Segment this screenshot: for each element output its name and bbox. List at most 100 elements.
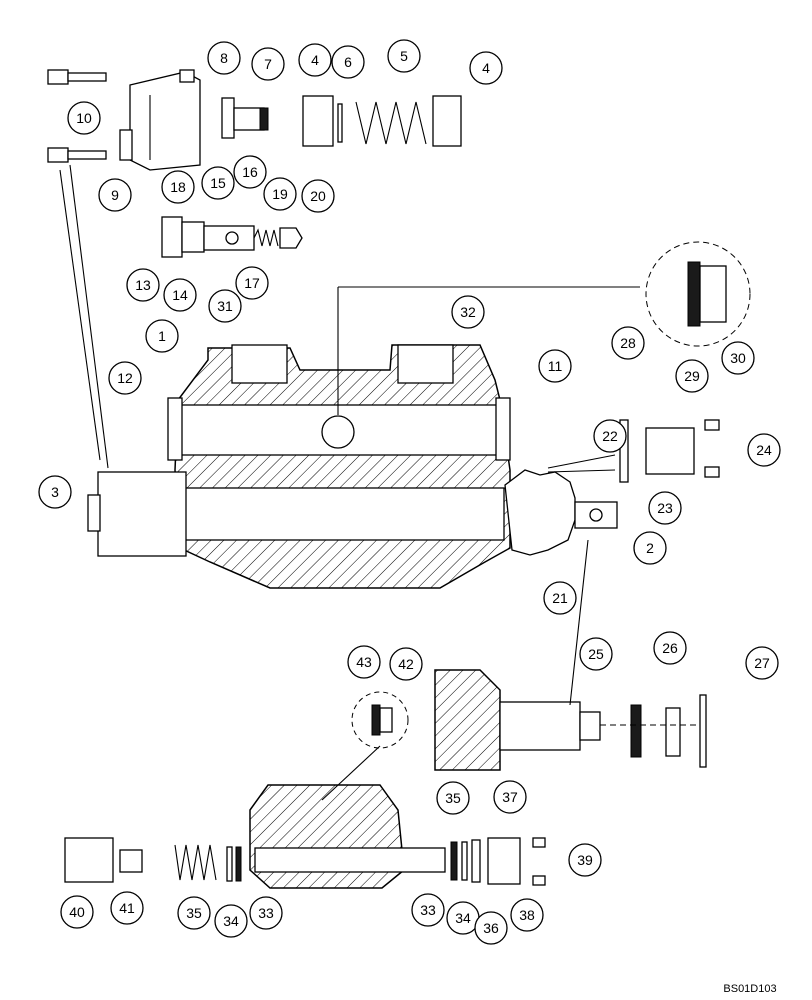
callout-15: 15 [201, 166, 235, 200]
callout-label: 34 [223, 913, 239, 929]
callout-19: 19 [263, 177, 297, 211]
drawing-code: BS01D103 [723, 983, 776, 995]
callout-label: 1 [158, 328, 166, 344]
washer-34-right [461, 841, 468, 881]
o-ring-33-right [450, 841, 458, 881]
solenoid-3 [87, 471, 187, 557]
callout-label: 28 [620, 335, 636, 351]
callout-14: 14 [163, 278, 197, 312]
screw-24-lower [704, 466, 720, 478]
body-section-detail [434, 669, 501, 771]
spool-bore [183, 487, 505, 541]
callout-label: 34 [455, 910, 471, 926]
boot-23 [645, 427, 695, 475]
callout-label: 3 [51, 484, 59, 500]
spring-35-lower [174, 844, 217, 881]
callout-8: 8 [207, 41, 241, 75]
o-ring-33-left [235, 846, 242, 882]
callout-label: 12 [117, 370, 133, 386]
callout-label: 11 [548, 358, 563, 374]
callout-label: 23 [657, 500, 673, 516]
callout-39: 39 [568, 843, 602, 877]
callout-9: 9 [98, 178, 132, 212]
callout-label: 40 [69, 904, 85, 920]
callout-33-2: 33 [411, 893, 445, 927]
washer-6 [337, 103, 343, 143]
callout-26: 26 [653, 631, 687, 665]
callout-label: 30 [730, 350, 746, 366]
leader-lines [59, 164, 640, 801]
callout-label: 5 [400, 48, 408, 64]
cap-41 [119, 849, 143, 873]
callout-35-1: 35 [177, 896, 211, 930]
callout-29: 29 [675, 359, 709, 393]
callout-27: 27 [745, 646, 779, 680]
callout-28: 28 [611, 326, 645, 360]
callout-1: 1 [145, 319, 179, 353]
o-ring-7 [259, 107, 269, 131]
callout-label: 33 [258, 905, 274, 921]
callout-label: 16 [242, 164, 258, 180]
callout-label: 32 [460, 304, 476, 320]
callout-36: 36 [474, 911, 508, 945]
callout-label: 43 [356, 654, 372, 670]
solenoid-40 [64, 837, 114, 883]
spring-5 [355, 101, 427, 145]
screw-39-lower [532, 875, 546, 886]
seal-25 [630, 704, 642, 758]
callout-label: 17 [244, 275, 260, 291]
callout-4-2: 4 [469, 51, 503, 85]
callout-20: 20 [301, 179, 335, 213]
bolt-10-lower [47, 147, 107, 163]
callout-37: 37 [493, 780, 527, 814]
callout-38: 38 [510, 898, 544, 932]
callout-label: 41 [119, 900, 135, 916]
callout-label: 22 [602, 428, 618, 444]
callout-label: 37 [502, 789, 518, 805]
callout-16: 16 [233, 155, 267, 189]
callout-7: 7 [251, 47, 285, 81]
callout-41: 41 [110, 891, 144, 925]
callout-18: 18 [161, 170, 195, 204]
callout-label: 39 [577, 852, 593, 868]
callout-label: 18 [170, 179, 186, 195]
callout-17: 17 [235, 266, 269, 300]
callout-label: 26 [662, 640, 678, 656]
callout-label: 19 [272, 186, 288, 202]
callout-25: 25 [579, 637, 613, 671]
callout-2: 2 [633, 531, 667, 565]
callout-label: 33 [420, 902, 436, 918]
relief-valve [161, 216, 303, 258]
plug-11 [495, 397, 511, 461]
callout-30: 30 [721, 341, 755, 375]
callout-label: 29 [684, 368, 700, 384]
callout-label: 24 [756, 442, 772, 458]
callout-21: 21 [543, 581, 577, 615]
callout-label: 9 [111, 187, 119, 203]
callout-35-2: 35 [436, 781, 470, 815]
callout-label: 13 [135, 277, 151, 293]
callout-11: 11 [538, 349, 572, 383]
callout-label: 35 [186, 905, 202, 921]
callout-label: 4 [482, 60, 490, 76]
callout-4-1: 4 [298, 43, 332, 77]
callout-label: 25 [588, 646, 604, 662]
callout-label: 35 [445, 790, 461, 806]
callout-40: 40 [60, 895, 94, 929]
callout-24: 24 [747, 433, 781, 467]
callout-label: 27 [754, 655, 770, 671]
callout-10: 10 [67, 101, 101, 135]
boot-21 [504, 469, 576, 556]
callout-label: 20 [310, 188, 326, 204]
callout-43: 43 [347, 645, 381, 679]
detail-circle-28-30 [645, 241, 751, 347]
callout-label: 4 [311, 52, 319, 68]
solenoid-9 [119, 69, 201, 171]
callout-3: 3 [38, 475, 72, 509]
callout-label: 21 [552, 590, 568, 606]
spring-cap-32 [397, 344, 454, 384]
seat-4-left [302, 95, 334, 147]
callout-label: 36 [483, 920, 499, 936]
